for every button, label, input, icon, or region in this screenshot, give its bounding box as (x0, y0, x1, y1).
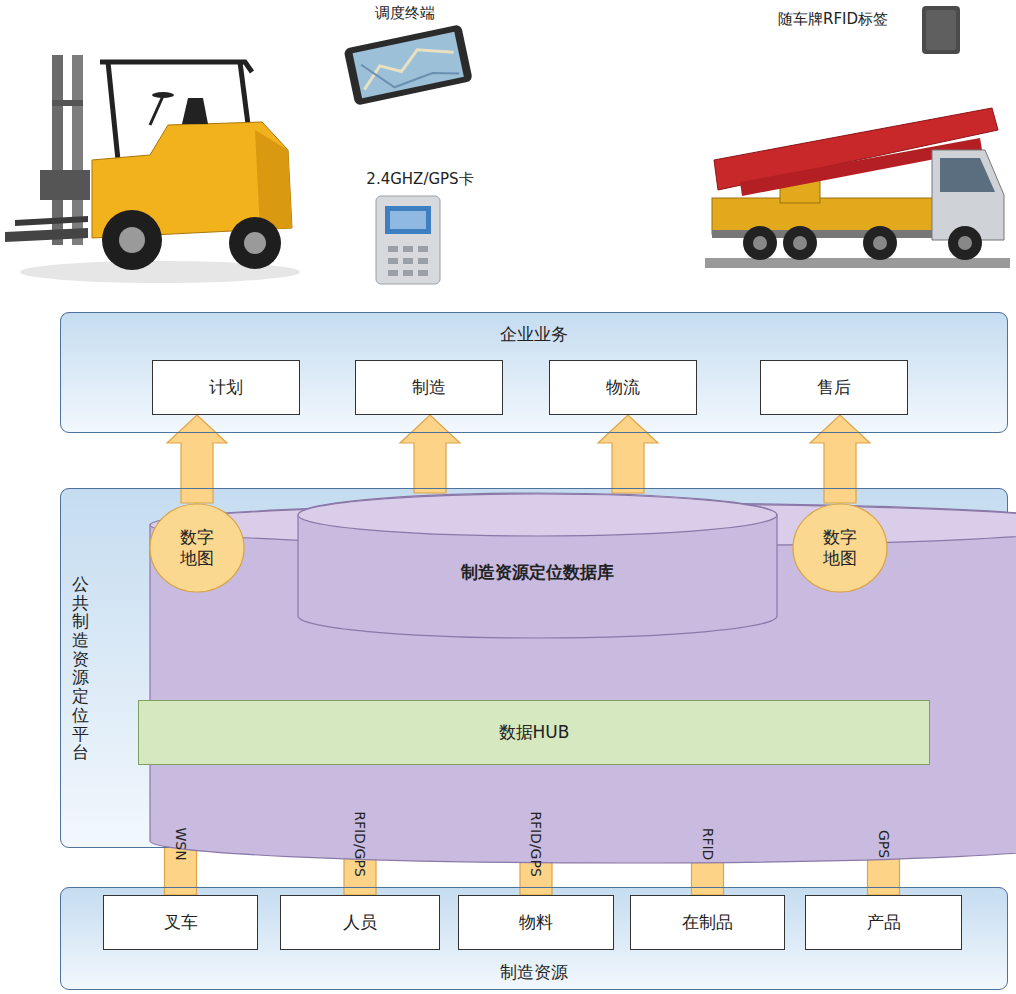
node-text: 制造 (412, 376, 446, 398)
map-ellipse: 数字地图 (149, 503, 245, 593)
guard-post (108, 62, 118, 160)
cylinder-body (298, 493, 777, 638)
node-text: 数字地图 (822, 527, 858, 570)
panel-fill (60, 312, 1008, 433)
process-box: 物料 (458, 895, 614, 950)
node-text: 售后 (817, 376, 851, 398)
process-box: 人员 (280, 895, 440, 950)
card-display (390, 211, 426, 229)
cab-window (940, 158, 995, 192)
card-screen (385, 206, 431, 234)
card-key (403, 246, 413, 252)
ellipse-fill (793, 504, 887, 592)
carriage (40, 170, 90, 200)
database-cylinder: 制造资源定位数据库 (297, 493, 778, 638)
process-box: 产品 (805, 895, 962, 950)
mast (52, 55, 63, 245)
card-key (418, 270, 428, 276)
panel-fill (60, 887, 1008, 990)
wheel (229, 217, 281, 269)
pump-truck-picture (705, 108, 1010, 268)
process-box: 售后 (760, 360, 908, 415)
counterweight (255, 130, 292, 230)
block-arrow (400, 415, 460, 493)
card-key (403, 258, 413, 264)
node-text: 在制品 (682, 911, 733, 933)
block-arrow (598, 415, 658, 493)
process-box: 计划 (152, 360, 300, 415)
node-text: 人员 (343, 911, 377, 933)
overhead-guard (100, 62, 252, 72)
node-text: 物料 (519, 911, 553, 933)
callout-label: 调度终端 (375, 4, 435, 23)
forklift-picture (5, 55, 300, 283)
panel-heading: 制造资源 (61, 961, 1007, 983)
wheel-hub (753, 236, 767, 250)
panel-heading: 企业业务 (61, 323, 1007, 345)
block-arrow (810, 415, 870, 503)
truck-chassis (712, 198, 934, 234)
fork (15, 216, 88, 226)
ellipse-fill (150, 504, 244, 592)
gps-card-picture (376, 196, 440, 284)
card-key (388, 246, 398, 252)
region-panel: 制造资源 叉车 人员 物料 在制品 产品 (60, 887, 1008, 990)
node-text: 叉车 (164, 911, 198, 933)
node-text: 计划 (209, 376, 243, 398)
card-key (388, 258, 398, 264)
rfid-tag-picture (922, 6, 960, 54)
wheel-hub (244, 232, 266, 254)
panel-heading: 公共制造资源定位平台 (72, 575, 89, 762)
wheel-hub (958, 236, 972, 250)
process-box: 叉车 (103, 895, 258, 950)
process-box: 在制品 (630, 895, 785, 950)
region-panel: 企业业务计划 制造 物流 售后 (60, 312, 1008, 433)
node-text: 制造资源定位数据库 (461, 547, 614, 583)
node-text: 数字地图 (179, 527, 215, 570)
card-key (418, 258, 428, 264)
wheel (948, 226, 982, 260)
callout-label: 2.4GHZ/GPS卡 (366, 170, 473, 189)
mast-bar (52, 100, 83, 106)
card-key (388, 270, 398, 276)
wheel (783, 226, 817, 260)
process-box: 物流 (549, 360, 697, 415)
map-ellipse: 数字地图 (792, 503, 888, 593)
wheel (863, 226, 897, 260)
cylinder-top (298, 494, 777, 536)
block-arrow (167, 415, 227, 503)
terminal-screen (353, 32, 464, 99)
terminal-case (343, 24, 472, 106)
node-text: 数据HUB (499, 721, 570, 743)
region-panel: 公共制造资源定位平台 数字地图 制造资源定位数据库 数字地图数据HUB (60, 488, 1008, 848)
card-key (403, 270, 413, 276)
tag-case (922, 6, 960, 54)
wheel (743, 226, 777, 260)
card-case (376, 196, 440, 284)
tag-face (926, 10, 956, 50)
process-box: 制造 (355, 360, 503, 415)
seat (182, 98, 208, 124)
node-text: 产品 (867, 911, 901, 933)
wheel-hub (793, 236, 807, 250)
callout-label: 随车牌RFID标签 (778, 10, 888, 29)
wheel (102, 210, 162, 270)
node-text: 物流 (606, 376, 640, 398)
card-key (418, 246, 428, 252)
fork (5, 228, 88, 242)
map-road (361, 45, 459, 93)
hub-bar: 数据HUB (138, 700, 930, 765)
steering-column (150, 96, 163, 125)
steering-wheel (152, 92, 174, 98)
wheel-hub (119, 227, 145, 253)
dispatch-terminal-picture (343, 24, 472, 106)
wheel-hub (873, 236, 887, 250)
